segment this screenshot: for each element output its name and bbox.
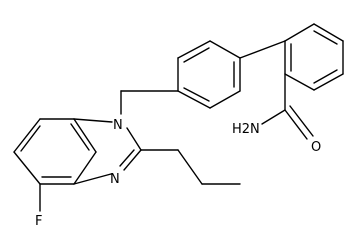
bond <box>13 151 41 185</box>
bond <box>284 23 315 42</box>
nitrogen-1-label: N <box>113 118 123 133</box>
nitrogen-3-label: N <box>110 172 120 187</box>
propyl-chain <box>140 149 241 185</box>
bond-double-inner <box>313 30 338 45</box>
bond-double-inner <box>313 69 338 84</box>
bond-double-inner <box>70 123 90 151</box>
bond-double-inner <box>119 149 135 167</box>
amide-group: H2N O <box>232 73 321 155</box>
bond <box>73 118 113 123</box>
bond-double-inner <box>183 47 210 63</box>
bond-double-inner <box>289 105 314 137</box>
bond <box>177 149 203 185</box>
bond <box>177 40 211 59</box>
bond <box>284 73 315 91</box>
bond-double-inner <box>183 87 210 102</box>
bond <box>73 173 112 185</box>
phenyl-ring-right <box>284 23 344 91</box>
bond <box>13 118 41 153</box>
bond <box>177 90 211 109</box>
phenyl-ring-middle <box>177 40 241 109</box>
bond <box>73 151 97 185</box>
amide-nh2-label: H2N <box>232 122 260 137</box>
amide-oxygen-label: O <box>311 140 321 155</box>
bond <box>73 118 97 153</box>
bond <box>313 23 344 42</box>
bond <box>284 109 308 140</box>
bond-double-inner <box>20 125 41 152</box>
fluorine-label: F <box>35 214 42 229</box>
bond <box>209 90 241 109</box>
bond <box>126 127 142 151</box>
bond <box>313 73 344 91</box>
benzimidazole-imidazole-ring: N N <box>73 118 142 187</box>
bond <box>123 149 142 171</box>
benzimidazole-benzo-ring <box>13 118 97 185</box>
biaryl-bond <box>239 40 286 59</box>
bond <box>209 40 241 59</box>
bond <box>261 109 286 125</box>
